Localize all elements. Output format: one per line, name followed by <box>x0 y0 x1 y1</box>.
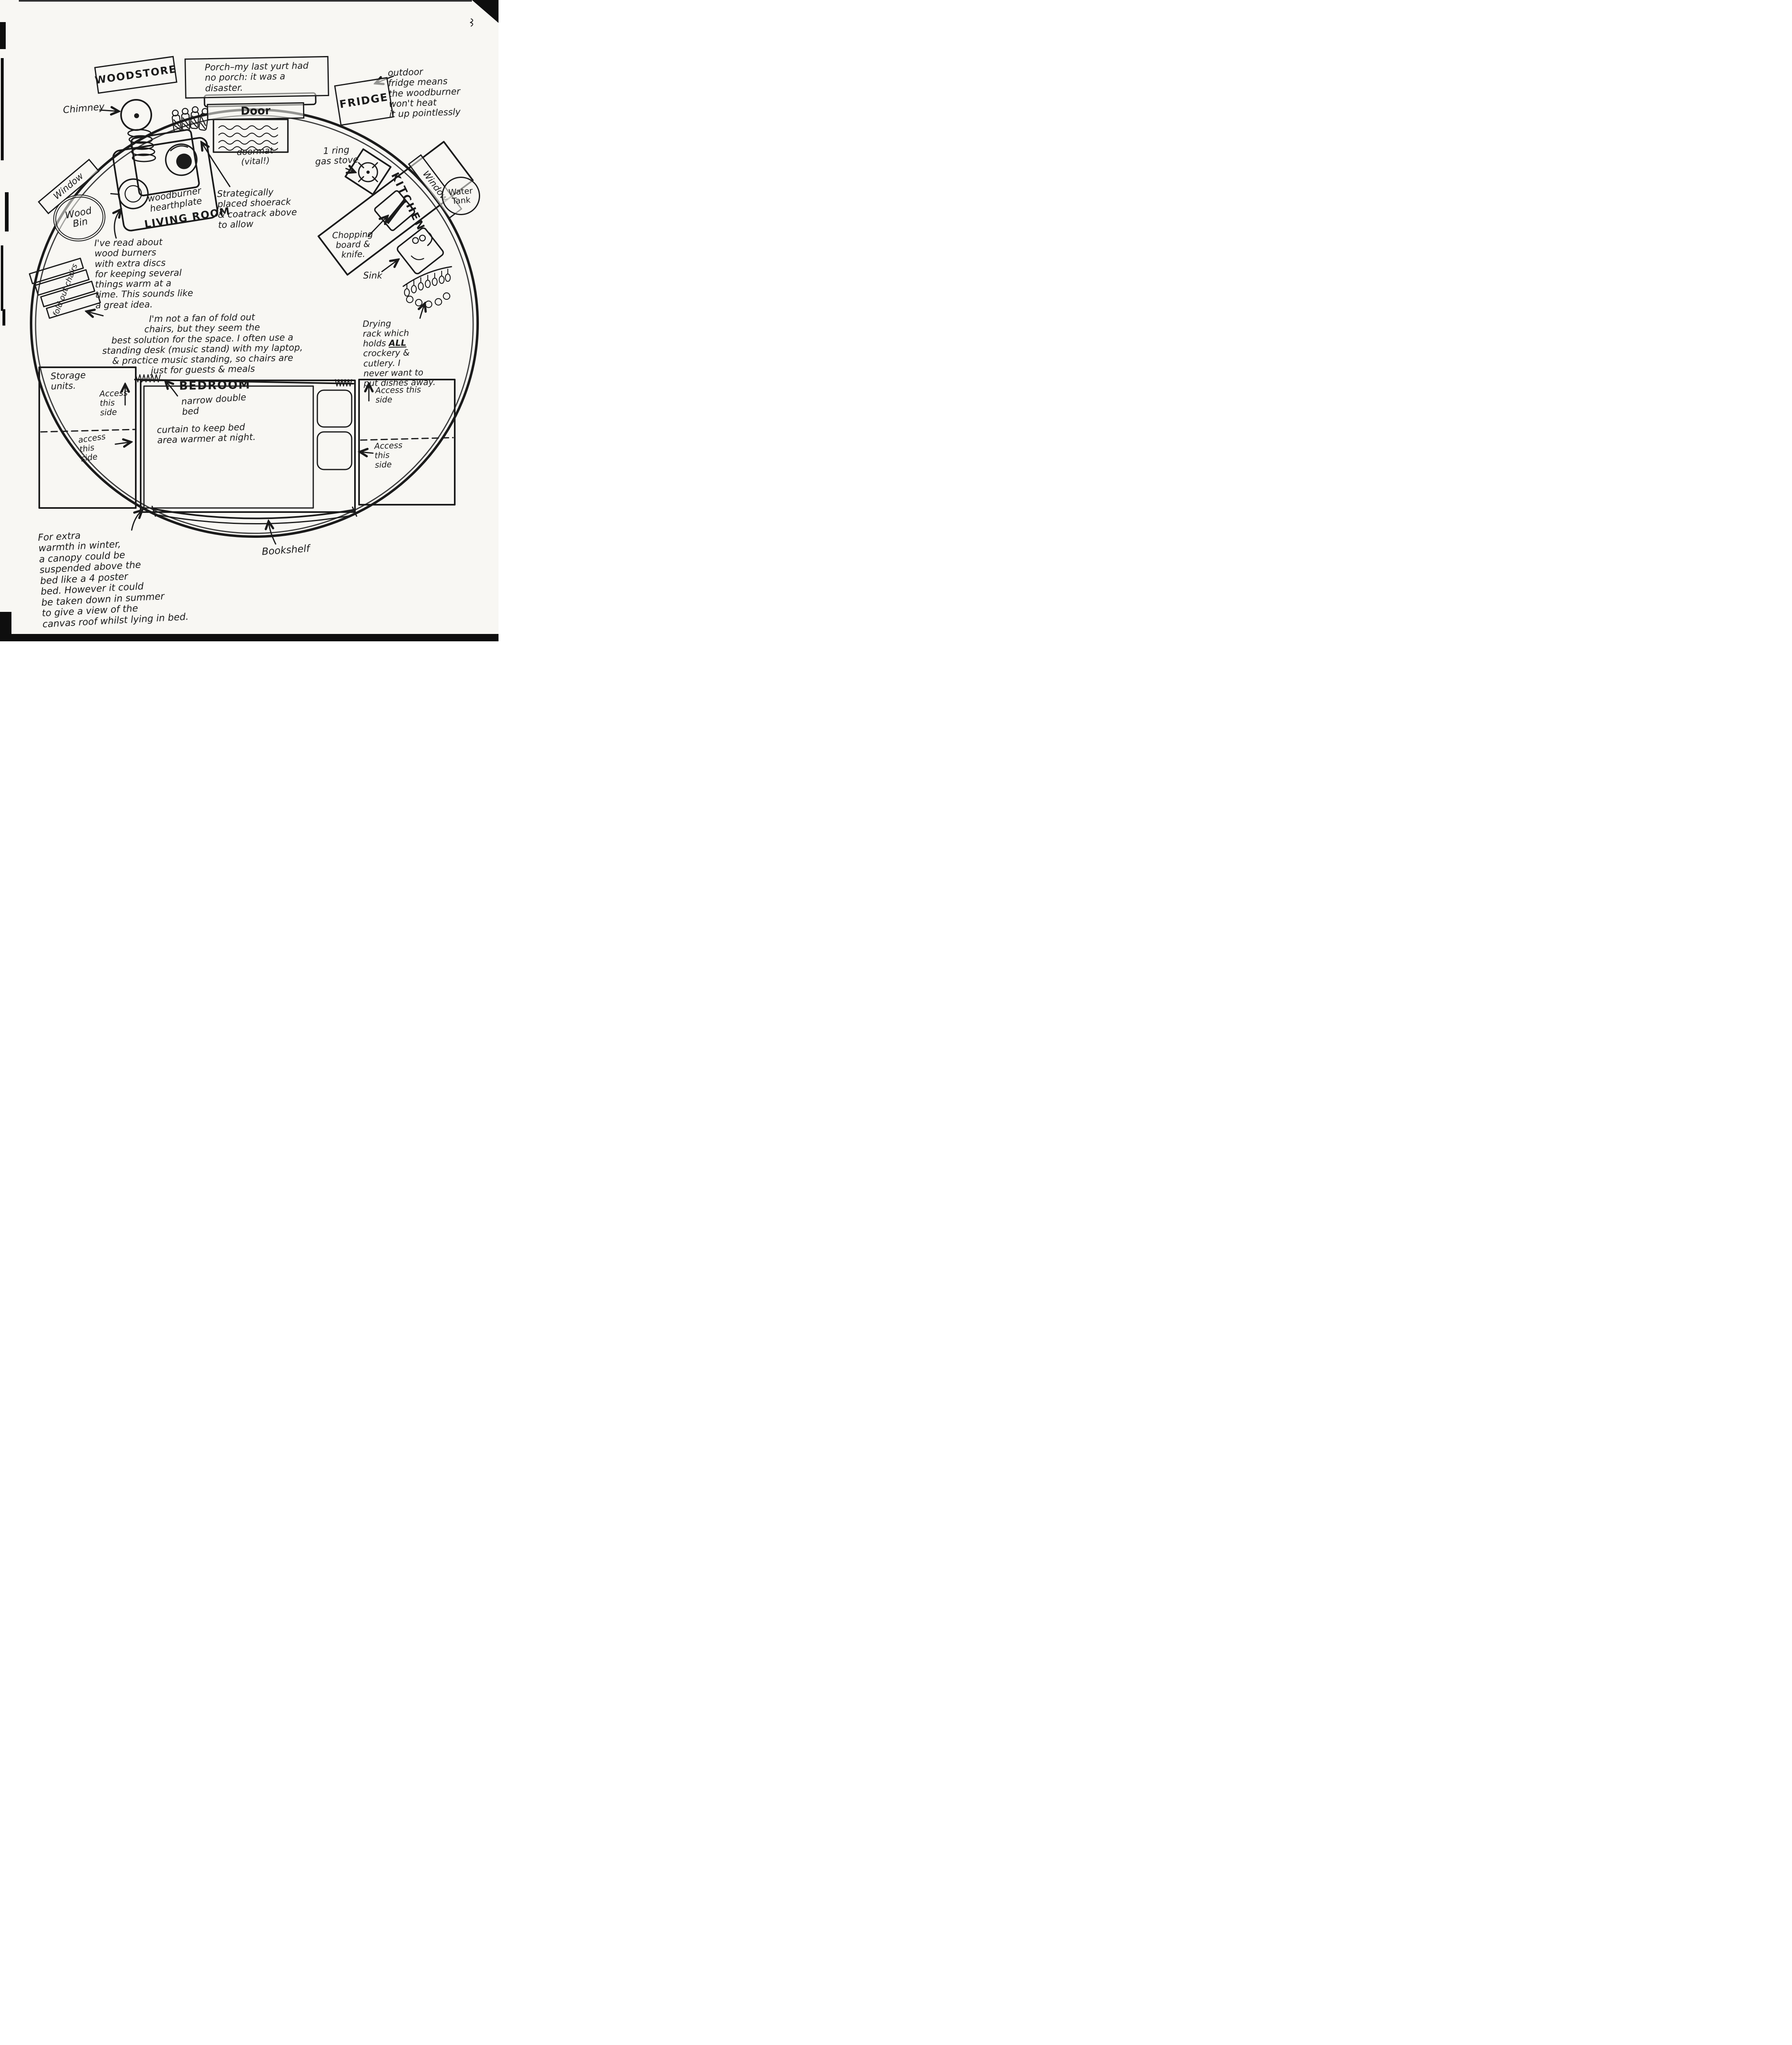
pen-squiggle-mark <box>470 18 473 27</box>
doormat-label: doormat (vital!) <box>236 145 274 167</box>
sink-arrow <box>381 260 397 272</box>
access-right-mid-label: Access this side <box>374 440 403 470</box>
fridge-sign: FRIDGE <box>334 77 394 126</box>
shoerack-arrow <box>202 143 231 187</box>
chopping-board-arrow <box>367 217 387 237</box>
bookshelf-arrow <box>269 522 276 545</box>
scan-artifact-left-5 <box>2 309 5 326</box>
shoerack-drawing <box>171 106 209 133</box>
scanned-yurt-floorplan-page: WOODSTORE Porch–my last yurt had no porc… <box>0 0 499 641</box>
access-right-mid-arrow <box>361 452 374 453</box>
shoerack-note: Strategically placed shoerack & coatrack… <box>217 187 297 231</box>
gas-stove-arrow <box>345 169 354 172</box>
canopy-note-arrow <box>131 511 141 531</box>
canopy-note: For extra warmth in winter, a canopy cou… <box>38 530 189 630</box>
gas-stove-label: 1 ring gas stove <box>315 145 359 168</box>
drying-rack-note: Drying rack which holds ALL crockery & c… <box>363 317 465 388</box>
scan-artifact-left-3 <box>5 192 9 231</box>
bedroom-label: BEDROOM <box>179 378 251 393</box>
bedroom-arrow <box>166 382 178 397</box>
fold-out-chairs-drawing <box>29 257 101 319</box>
drying-rack-drawing <box>402 266 452 308</box>
outdoor-fridge-note: outdoor fridge means the woodburner won'… <box>387 67 461 120</box>
gas-stove-drawing <box>344 148 392 196</box>
chairs-note: I'm not a fan of fold out chairs, but th… <box>102 312 303 376</box>
scan-artifact-top-line <box>19 0 472 2</box>
scan-artifact-left-1 <box>0 22 6 49</box>
drying-rack-arrow <box>420 304 424 319</box>
porch-note: Porch–my last yurt had no porch: it was … <box>184 56 329 99</box>
sink-drawing <box>397 227 444 274</box>
scan-artifact-bottom-left-block <box>0 612 11 641</box>
access-left-mid-arrow <box>115 442 130 444</box>
floorplan-drawing <box>29 18 479 545</box>
chimney-arrow <box>99 110 118 111</box>
bookshelf-drawing <box>151 506 357 525</box>
chopping-board-label: Chopping board & knife. <box>332 229 373 260</box>
door-label: Door <box>207 102 305 121</box>
scan-artifact-left-2 <box>1 58 4 160</box>
storage-units-label: Storage units. <box>50 370 86 392</box>
storage-right-drawing <box>358 379 456 506</box>
woodburner-drawing <box>110 129 218 231</box>
storage-left-drawing <box>38 366 137 509</box>
woodburner-note: I've read about wood burners with extra … <box>94 237 193 311</box>
chairs-note-arrow <box>88 312 104 316</box>
scan-artifact-left-4 <box>1 245 3 311</box>
kitchen-counter-drawing <box>317 141 474 276</box>
woodburner-note-arrow <box>115 210 120 239</box>
access-left-mid-label: access this side <box>77 431 106 464</box>
sink-label: Sink <box>363 271 382 281</box>
scan-artifact-bottom-band <box>0 634 499 641</box>
bed-drawing <box>140 380 356 513</box>
chimney-drawing <box>120 99 156 162</box>
access-left-top-label: Access this side <box>99 388 128 418</box>
access-right-top-label: Access this side <box>375 384 421 405</box>
drying-rack-note-emphasis: ALL <box>388 338 406 348</box>
